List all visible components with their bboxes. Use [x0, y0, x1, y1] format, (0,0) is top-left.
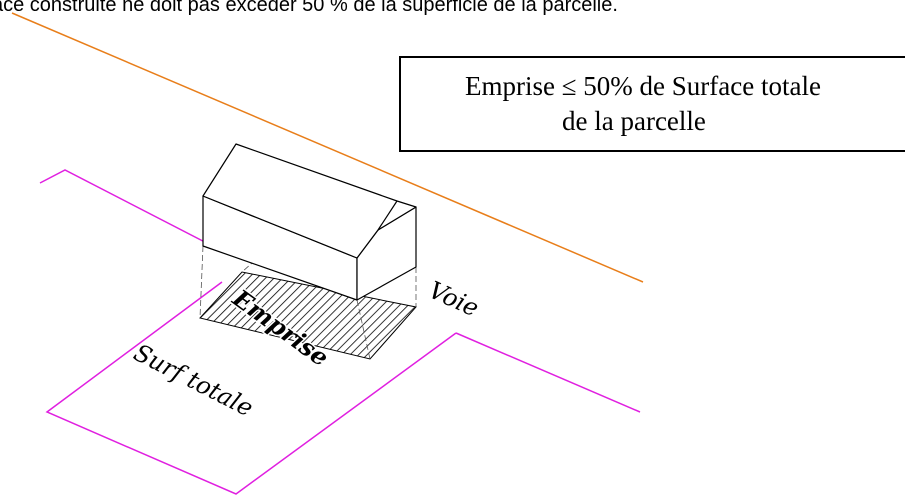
- house: [202, 143, 417, 301]
- road-line: [11, 12, 644, 283]
- callout-box: Emprise ≤ 50% de Surface totale de la pa…: [399, 56, 905, 152]
- label-voie: Voie: [425, 276, 483, 323]
- parcel-outline: [39, 169, 641, 495]
- header-text: ace construite ne doit pas excéder 50 % …: [0, 0, 905, 20]
- callout-line-2: de la parcelle: [562, 106, 706, 136]
- header-text-content: ace construite ne doit pas excéder 50 % …: [0, 0, 618, 16]
- label-surf-totale: Surf totale: [129, 338, 257, 422]
- callout-line-1: Emprise ≤ 50% de Surface totale: [465, 71, 821, 101]
- house-roof: [202, 143, 417, 259]
